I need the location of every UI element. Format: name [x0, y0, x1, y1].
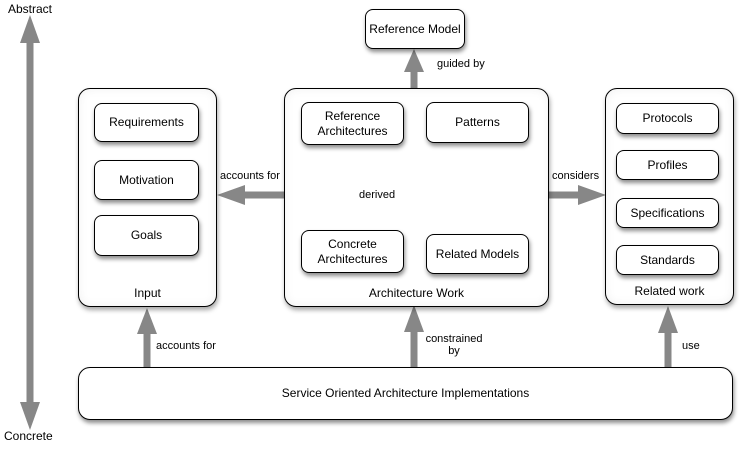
group-architecture-work-label: Architecture Work: [368, 286, 465, 300]
edge-label-use: use: [682, 340, 700, 352]
node-protocols: Protocols: [616, 103, 719, 134]
edge-label-accounts-for-left: accounts for: [220, 170, 280, 182]
group-input: Requirements Motivation Goals Input: [78, 88, 217, 307]
node-reference-architectures: Reference Architectures: [301, 102, 404, 145]
node-reference-model: Reference Model: [365, 9, 465, 49]
node-motivation: Motivation: [94, 160, 199, 200]
edge-label-constrained-by: constrained by: [425, 333, 483, 357]
node-concrete-architectures: Concrete Architectures: [301, 230, 404, 273]
node-soa-implementations: Service Oriented Architecture Implementa…: [78, 367, 733, 420]
constrained-by-arrow: [404, 305, 424, 367]
group-architecture-work: Reference Architectures Patterns Concret…: [284, 88, 549, 307]
accounts-for-left-arrow: [217, 185, 285, 205]
node-goals: Goals: [94, 215, 199, 256]
concrete-label: Concrete: [4, 429, 53, 443]
node-standards: Standards: [616, 245, 719, 275]
edge-label-accounts-for-bottom: accounts for: [156, 340, 216, 352]
group-related-work: Protocols Profiles Specifications Standa…: [605, 88, 734, 305]
group-related-work-label: Related work: [634, 284, 705, 298]
node-profiles: Profiles: [616, 150, 719, 180]
abstract-concrete-axis-arrow: [20, 15, 40, 430]
abstract-label: Abstract: [8, 2, 53, 16]
node-related-models: Related Models: [426, 234, 529, 274]
edge-label-considers: considers: [552, 170, 600, 182]
guided-by-arrow: [404, 49, 424, 89]
use-arrow: [658, 306, 678, 367]
node-specifications: Specifications: [616, 198, 719, 228]
edge-label-guided-by: guided by: [437, 58, 485, 70]
node-requirements: Requirements: [94, 103, 199, 142]
node-patterns: Patterns: [426, 102, 529, 143]
accounts-for-bottom-arrow: [137, 308, 157, 367]
considers-arrow: [547, 185, 606, 205]
group-input-label: Input: [134, 286, 161, 300]
edge-label-derived: derived: [359, 189, 396, 201]
